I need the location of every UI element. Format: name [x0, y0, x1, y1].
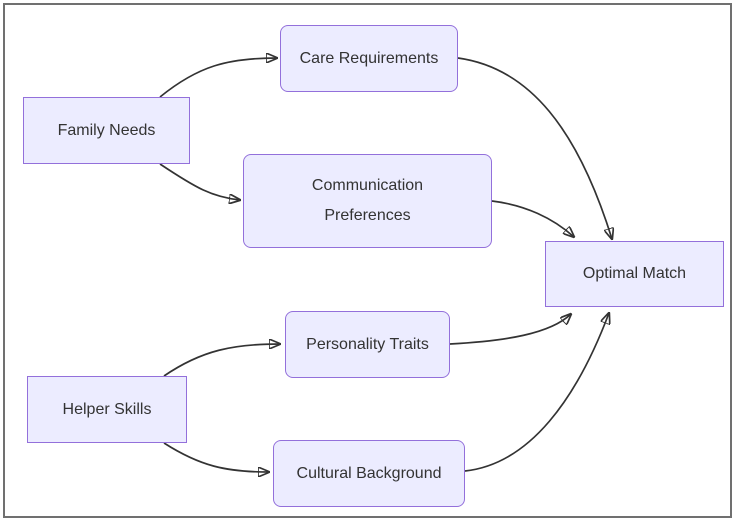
edge-family-needs-to-care-requirements — [159, 58, 277, 98]
node-helper-skills: Helper Skills — [27, 376, 187, 443]
edge-cultural-background-to-optimal-match — [464, 313, 609, 472]
edge-care-requirements-to-optimal-match — [457, 57, 612, 239]
node-optimal-match-label: Optimal Match — [582, 265, 687, 282]
edge-communication-preferences-to-optimal-match — [491, 200, 574, 237]
edge-personality-traits-to-optimal-match — [449, 314, 571, 345]
edge-family-needs-to-communication-preferences — [159, 163, 240, 200]
node-care-requirements: Care Requirements — [280, 25, 458, 92]
edge-helper-skills-to-personality-traits — [163, 344, 280, 377]
node-communication-preferences-label: Communication Preferences — [311, 177, 424, 224]
node-helper-skills-label: Helper Skills — [62, 400, 152, 418]
node-personality-traits: Personality Traits — [285, 311, 450, 378]
node-cultural-background: Cultural Background — [273, 440, 465, 507]
node-communication-preferences: Communication Preferences — [243, 154, 492, 248]
edge-helper-skills-to-cultural-background — [163, 442, 269, 472]
node-care-requirements-label: Care Requirements — [299, 49, 439, 67]
node-cultural-background-label: Cultural Background — [296, 464, 442, 482]
node-family-needs: Family Needs — [23, 97, 190, 164]
node-family-needs-label: Family Needs — [57, 121, 156, 139]
node-optimal-match: Optimal Match — [545, 241, 724, 307]
node-personality-traits-label: Personality Traits — [306, 335, 429, 353]
